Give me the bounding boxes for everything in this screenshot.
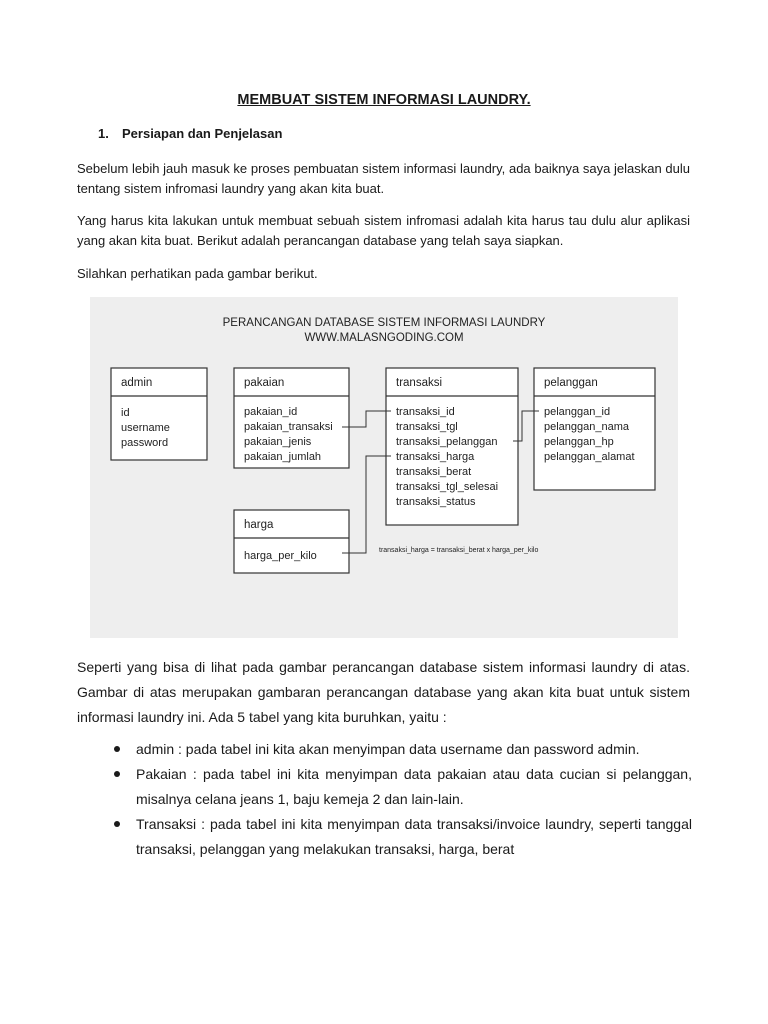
- list-item: Pakaian : pada tabel ini kita menyimpan …: [112, 762, 692, 812]
- connector-pakaian-transaksi: [342, 410, 391, 428]
- table-pakaian: pakaian pakaian_id pakaian_transaksi pak…: [233, 367, 350, 469]
- list-item-text: admin : pada tabel ini kita akan menyimp…: [136, 741, 640, 757]
- connector-harga-transaksi: [342, 455, 391, 554]
- table-pelanggan-field: pelanggan_id: [544, 406, 610, 418]
- bullet-icon: [114, 771, 120, 777]
- table-admin-field: id: [121, 407, 130, 419]
- table-harga: harga harga_per_kilo: [233, 509, 350, 574]
- figure-intro-paragraph: Silahkan perhatikan pada gambar berikut.: [77, 266, 318, 281]
- database-diagram-svg: PERANCANGAN DATABASE SISTEM INFORMASI LA…: [110, 317, 656, 574]
- table-pakaian-name: pakaian: [244, 377, 284, 389]
- bullet-icon: [114, 821, 120, 827]
- explanation-paragraph: Seperti yang bisa di lihat pada gambar p…: [77, 659, 690, 725]
- table-admin-field: password: [121, 437, 168, 449]
- table-transaksi: transaksi transaksi_id transaksi_tgl tra…: [385, 367, 519, 526]
- connector-transaksi-pelanggan: [513, 410, 539, 442]
- table-transaksi-name: transaksi: [396, 377, 442, 389]
- section-heading: 1. Persiapan dan Penjelasan: [98, 126, 282, 141]
- table-pelanggan-field: pelanggan_alamat: [544, 451, 635, 463]
- table-admin-field: username: [121, 422, 170, 434]
- table-transaksi-field: transaksi_harga: [396, 451, 475, 463]
- list-item-text: Pakaian : pada tabel ini kita menyimpan …: [136, 766, 692, 807]
- table-list: admin : pada tabel ini kita akan menyimp…: [112, 737, 692, 862]
- table-harga-field: harga_per_kilo: [244, 550, 317, 562]
- diagram-subtitle: WWW.MALASNGODING.COM: [304, 332, 463, 344]
- table-admin-name: admin: [121, 377, 152, 389]
- table-pelanggan: pelanggan pelanggan_id pelanggan_nama pe…: [533, 367, 656, 491]
- bullet-icon: [114, 746, 120, 752]
- database-diagram: PERANCANGAN DATABASE SISTEM INFORMASI LA…: [90, 297, 678, 638]
- intro-paragraph: Sebelum lebih jauh masuk ke proses pembu…: [77, 161, 690, 196]
- table-harga-name: harga: [244, 519, 274, 531]
- table-pelanggan-name: pelanggan: [544, 377, 598, 389]
- list-item-text: Transaksi : pada tabel ini kita menyimpa…: [136, 816, 692, 857]
- diagram-formula: transaksi_harga = transaksi_berat x harg…: [379, 547, 538, 554]
- table-transaksi-field: transaksi_status: [396, 496, 476, 508]
- diagram-title: PERANCANGAN DATABASE SISTEM INFORMASI LA…: [223, 317, 546, 329]
- section-heading-text: Persiapan dan Penjelasan: [122, 126, 283, 141]
- table-pelanggan-field: pelanggan_hp: [544, 436, 614, 448]
- list-item: admin : pada tabel ini kita akan menyimp…: [112, 737, 692, 762]
- table-transaksi-field: transaksi_tgl_selesai: [396, 481, 498, 493]
- table-pakaian-field: pakaian_jumlah: [244, 451, 321, 463]
- section-number: 1.: [98, 126, 109, 141]
- table-transaksi-field: transaksi_pelanggan: [396, 436, 498, 448]
- table-pakaian-field: pakaian_id: [244, 406, 297, 418]
- table-transaksi-field: transaksi_id: [396, 406, 455, 418]
- table-transaksi-field: transaksi_berat: [396, 466, 471, 478]
- list-item: Transaksi : pada tabel ini kita menyimpa…: [112, 812, 692, 862]
- workflow-paragraph: Yang harus kita lakukan untuk membuat se…: [77, 213, 690, 248]
- table-pakaian-field: pakaian_transaksi: [244, 421, 333, 433]
- table-pelanggan-field: pelanggan_nama: [544, 421, 630, 433]
- table-admin: admin id username password: [110, 367, 208, 461]
- table-pakaian-field: pakaian_jenis: [244, 436, 312, 448]
- relationship-lines: [342, 410, 539, 554]
- table-transaksi-field: transaksi_tgl: [396, 421, 458, 433]
- document-title: MEMBUAT SISTEM INFORMASI LAUNDRY.: [237, 92, 531, 108]
